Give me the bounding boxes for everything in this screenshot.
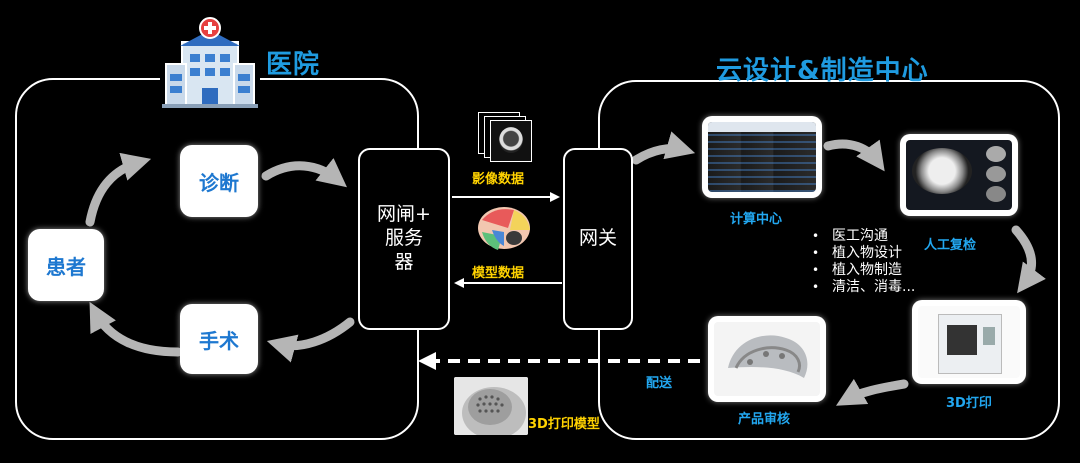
patient-label: 患者 — [46, 254, 86, 279]
product-review-thumb — [708, 316, 826, 402]
task-item: 植入物制造 — [812, 262, 915, 279]
computing-center-label: 计算中心 — [730, 212, 783, 227]
3d-printer-thumb — [912, 300, 1026, 384]
computing-center-thumb — [702, 116, 822, 198]
gateway-server-box: 网闸+ 服务 器 — [358, 148, 450, 330]
skull-model-icon — [474, 206, 532, 256]
manual-review-thumb — [900, 134, 1018, 216]
surgery-node: 手术 — [180, 304, 258, 374]
cloud-task-list: 医工沟通 植入物设计 植入物制造 清洁、消毒... — [812, 228, 915, 296]
product-review-label: 产品审核 — [738, 412, 791, 427]
3d-print-model-photo — [454, 377, 528, 435]
delivery-label: 配送 — [646, 376, 673, 391]
hospital-title: 医院 — [266, 50, 321, 80]
3d-printing-label: 3D打印 — [946, 396, 992, 411]
cloud-center-title: 云设计&制造中心 — [716, 56, 929, 86]
diagnosis-node: 诊断 — [180, 145, 258, 217]
task-item: 植入物设计 — [812, 245, 915, 262]
gateway-box: 网关 — [563, 148, 633, 330]
hospital-building-icon — [160, 16, 260, 110]
manual-review-label: 人工复检 — [924, 238, 977, 253]
gateway-server-label: 网闸+ 服务 器 — [377, 203, 431, 273]
diagnosis-label: 诊断 — [199, 170, 239, 195]
image-data-label: 影像数据 — [472, 172, 525, 187]
model-data-label: 模型数据 — [472, 266, 525, 281]
task-item: 医工沟通 — [812, 228, 915, 245]
task-item: 清洁、消毒... — [812, 279, 915, 296]
patient-node: 患者 — [28, 229, 104, 301]
ct-scan-image-icon — [478, 112, 532, 162]
3d-print-model-label: 3D打印模型 — [528, 417, 600, 432]
surgery-label: 手术 — [199, 328, 239, 353]
gateway-label: 网关 — [578, 227, 617, 250]
